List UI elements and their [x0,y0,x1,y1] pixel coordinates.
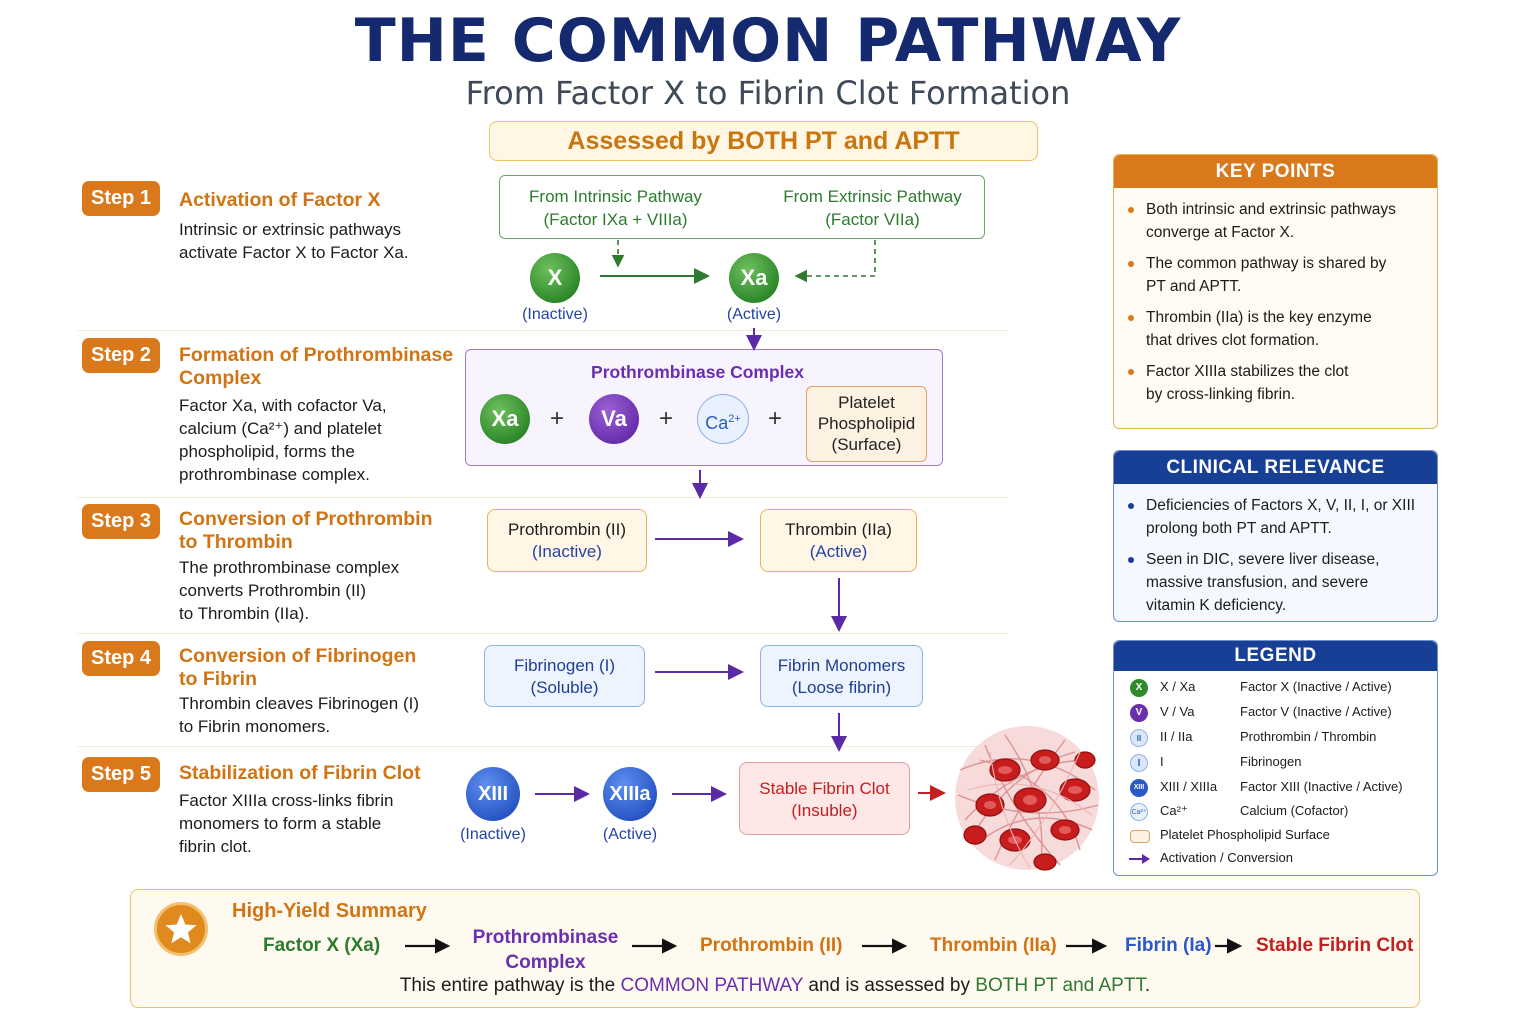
clinical-relevance-panel: CLINICAL RELEVANCE Deficiencies of Facto… [1113,450,1438,622]
star-icon [154,902,208,956]
factor-xa-node: Xa [729,253,779,303]
summary-thrombin: Thrombin (IIa) [930,935,1057,956]
complex-xa-node: Xa [480,394,530,444]
step-3-badge: Step 3 [82,504,160,539]
step-2-description: Factor Xa, with cofactor Va,calcium (Ca²… [179,396,387,484]
legend-row: Ca²⁺ Ca²⁺Calcium (Cofactor) [1128,801,1428,823]
summary-factor-x: Factor X (Xa) [263,935,381,956]
step-4-description: Thrombin cleaves Fibrinogen (I)to Fibrin… [179,694,419,736]
summary-footer: This entire pathway is the COMMON PATHWA… [399,975,1151,996]
calcium-icon: Ca²⁺ [1130,803,1148,821]
intrinsic-pathway-label: From Intrinsic Pathway(Factor IXa + VIII… [529,187,702,229]
step-divider [78,746,1008,747]
factor-v-icon: V [1130,704,1148,722]
prothrombin-icon: II [1130,729,1148,747]
factor-x-state-label: (Inactive) [522,306,588,323]
step-1-badge: Step 1 [82,181,160,216]
plus-sign: + [768,405,783,432]
step-divider [78,330,1008,331]
high-yield-summary [130,889,1420,1008]
fibrin-clot-illustration [955,726,1099,871]
legend-title: LEGEND [1114,641,1437,671]
factor-xiiia-node: XIIIa [603,767,657,821]
step-5-badge: Step 5 [82,757,160,792]
complex-va-node: Va [589,394,639,444]
factor-xa-state-label: (Active) [726,306,782,323]
step-divider [78,633,1008,634]
factor-xiiia-state-label: (Active) [602,826,658,843]
legend-row: Platelet Phospholipid Surface [1128,825,1428,847]
fibrinogen-node: Fibrinogen (I)(Soluble) [484,645,645,707]
step-5-title: Stabilization of Fibrin Clot [179,762,421,784]
summary-title: High-Yield Summary [232,900,427,922]
factor-x-icon: X [1130,679,1148,697]
extrinsic-pathway-label: From Extrinsic Pathway(Factor VIIa) [783,187,962,229]
plus-sign: + [659,405,674,432]
summary-stable-clot: Stable Fibrin Clot [1256,935,1414,956]
pathway-sources-box [499,175,985,239]
summary-arrows [405,938,1243,954]
fibrinogen-icon: I [1130,754,1148,772]
extrinsic-dashed-arrow [794,240,876,283]
factor-x-node: X [530,253,580,303]
prothrombinase-complex-title: Prothrombinase Complex [591,362,804,382]
calcium-node: Ca2+ [697,394,749,444]
clinical-item: Seen in DIC, severe liver disease,massiv… [1128,548,1427,617]
factor-xiii-node: XIII [466,767,520,821]
assessed-banner: Assessed by BOTH PT and APTT [489,121,1038,161]
thrombin-node: Thrombin (IIa)(Active) [760,509,917,572]
stable-fibrin-clot-node: Stable Fibrin Clot(Insuble) [739,762,910,835]
step-2-badge: Step 2 [82,338,160,373]
step-1-title: Activation of Factor X [179,189,381,211]
platelet-surface-icon [1130,830,1150,843]
factor-xiii-state-label: (Inactive) [460,826,526,843]
key-points-title: KEY POINTS [1114,155,1437,188]
step-4-badge: Step 4 [82,641,160,676]
prothrombin-node: Prothrombin (II)(Inactive) [487,509,647,572]
summary-fibrin: Fibrin (Ia) [1125,935,1212,956]
plus-sign: + [550,405,565,432]
fibrin-monomers-node: Fibrin Monomers(Loose fibrin) [760,645,923,707]
step-divider [78,497,1008,498]
key-points-panel: KEY POINTS Both intrinsic and extrinsic … [1113,154,1438,429]
clinical-relevance-title: CLINICAL RELEVANCE [1114,451,1437,484]
clinical-item: Deficiencies of Factors X, V, II, I, or … [1128,494,1427,540]
legend-row: Activation / Conversion [1128,848,1428,870]
page-subtitle: From Factor X to Fibrin Clot Formation [465,74,1071,112]
summary-prothrombin: Prothrombin (II) [700,935,843,956]
page-title: THE COMMON PATHWAY [354,6,1182,76]
arrow-icon [1129,854,1150,864]
factor-xiii-icon: XIII [1130,779,1148,797]
